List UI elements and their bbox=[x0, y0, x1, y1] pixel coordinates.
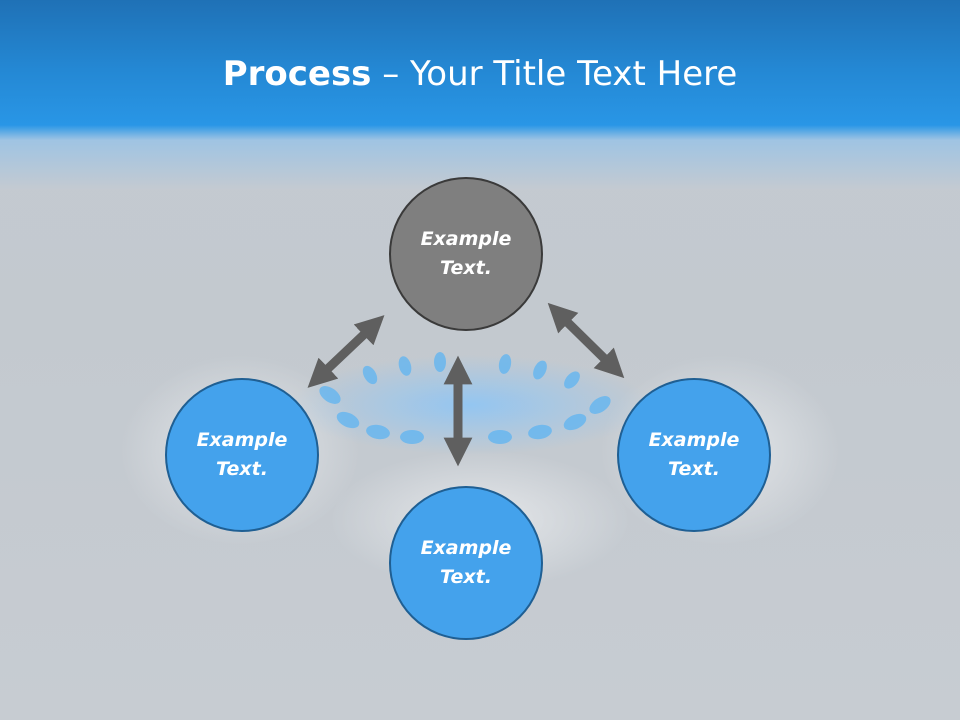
node-left: Example Text. bbox=[165, 378, 319, 532]
title-bold-part: Process bbox=[222, 54, 372, 94]
slide-title: Process – Your Title Text Here bbox=[0, 52, 960, 96]
node-top: Example Text. bbox=[389, 177, 543, 331]
header-band bbox=[0, 0, 960, 190]
arrow-top-left bbox=[307, 315, 385, 388]
node-bottom: Example Text. bbox=[389, 486, 543, 640]
arrow-top-right bbox=[547, 302, 625, 379]
node-right: Example Text. bbox=[617, 378, 771, 532]
title-rest-part: – Your Title Text Here bbox=[371, 54, 738, 94]
